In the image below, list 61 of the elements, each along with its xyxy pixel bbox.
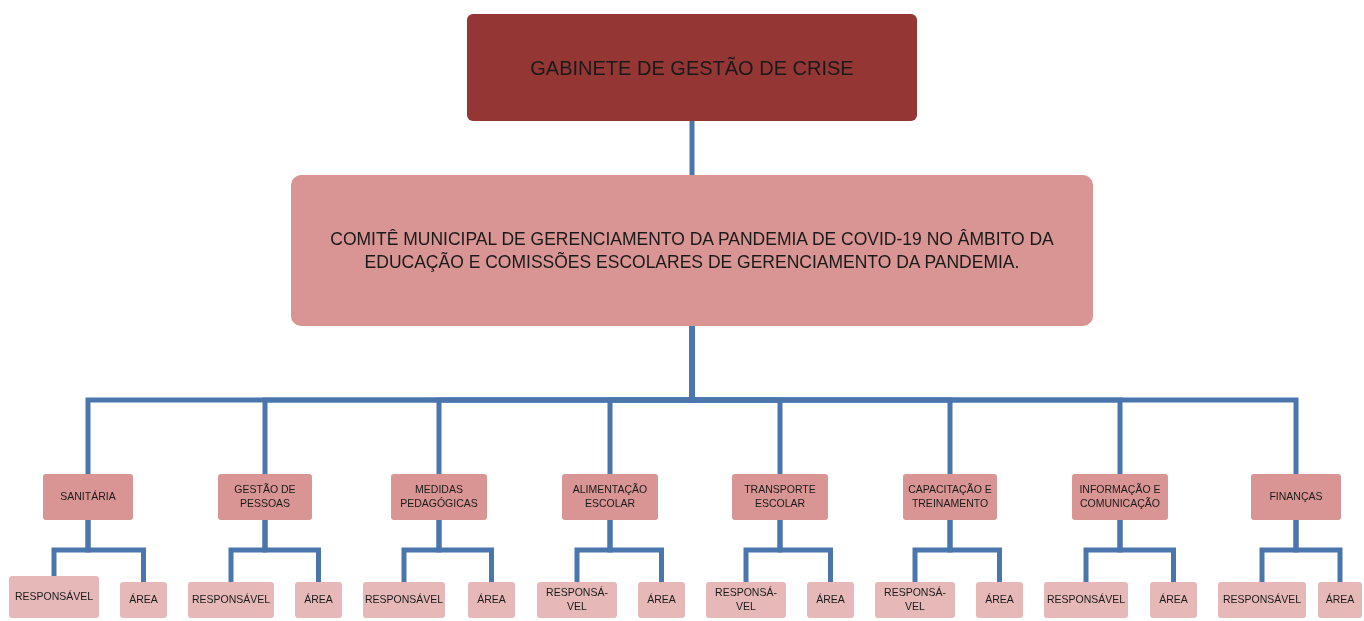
org-box [391, 474, 487, 520]
org-box [120, 582, 167, 618]
box-label: TRANSPORTE ESCOLAR [743, 483, 817, 511]
org-box [218, 474, 312, 520]
connector-line [607, 520, 664, 582]
org-box [1218, 582, 1306, 618]
connector-line [436, 520, 494, 582]
box-label: ÁREA [647, 593, 676, 607]
box-label: INFORMAÇÃO E COMUNICAÇÃO [1078, 483, 1162, 511]
connector-line [689, 121, 695, 175]
box-label: MEDIDAS PEDAGÓGICAS [399, 483, 479, 511]
box-label: FINANÇAS [1269, 490, 1323, 504]
box-label: RESPONSÁVEL [1046, 593, 1126, 607]
org-box [875, 582, 955, 618]
box-label: ÁREA [985, 593, 1014, 607]
box-label: ALIMENTAÇÃO ESCOLAR [571, 483, 649, 511]
box-label: ÁREA [816, 593, 845, 607]
org-box [467, 14, 917, 121]
box-label: ÁREA [129, 593, 158, 607]
box-label: GABINETE DE GESTÃO DE CRISE [530, 55, 854, 81]
box-label: CAPACITAÇÃO E TREINAMENTO [907, 483, 993, 511]
connector-line [262, 520, 321, 582]
connector-line [1117, 520, 1176, 582]
org-box [732, 474, 828, 520]
org-box [1318, 582, 1362, 618]
org-box [562, 474, 658, 520]
org-box [188, 582, 274, 618]
org-box [903, 474, 997, 520]
box-label: RESPONSÁVEL [364, 593, 444, 607]
box-label: RESPONSÁVEL [191, 593, 271, 607]
box-label: ÁREA [304, 593, 333, 607]
org-box [43, 474, 133, 520]
org-box [976, 582, 1023, 618]
org-box [468, 582, 515, 618]
box-label: RESPONSÁ- VEL [714, 586, 778, 614]
connector-line [1293, 520, 1343, 582]
org-box [9, 576, 99, 618]
box-label: GESTÃO DE PESSOAS [233, 483, 297, 511]
org-box [291, 175, 1093, 326]
org-box [1044, 582, 1128, 618]
connector-line [85, 520, 146, 582]
connector-line [777, 520, 833, 582]
org-box [1150, 582, 1197, 618]
box-label: RESPONSÁVEL [1222, 593, 1302, 607]
org-box [295, 582, 342, 618]
org-box [638, 582, 685, 618]
box-label: ÁREA [477, 593, 506, 607]
box-label: COMITÊ MUNICIPAL DE GERENCIAMENTO DA PANDEMIA DE COVID-19 NO ÂMBITO DA EDUCAÇÃO E COMISSÕES ESCOLARES DE GERENCIAMENTO DA PANDEMIA. [329, 227, 1055, 274]
box-label: RESPONSÁ- VEL [883, 586, 947, 614]
box-label: RESPONSÁ- VEL [545, 586, 609, 614]
box-label: RESPONSÁVEL [14, 590, 94, 604]
connector-line [947, 520, 1002, 582]
org-box [1251, 474, 1341, 520]
box-label: SANITÁRIA [60, 490, 116, 504]
box-label: ÁREA [1325, 593, 1355, 607]
org-box [363, 582, 445, 618]
box-label: ÁREA [1159, 593, 1188, 607]
org-box [807, 582, 854, 618]
org-box [706, 582, 786, 618]
org-box [537, 582, 617, 618]
org-box [1072, 474, 1168, 520]
